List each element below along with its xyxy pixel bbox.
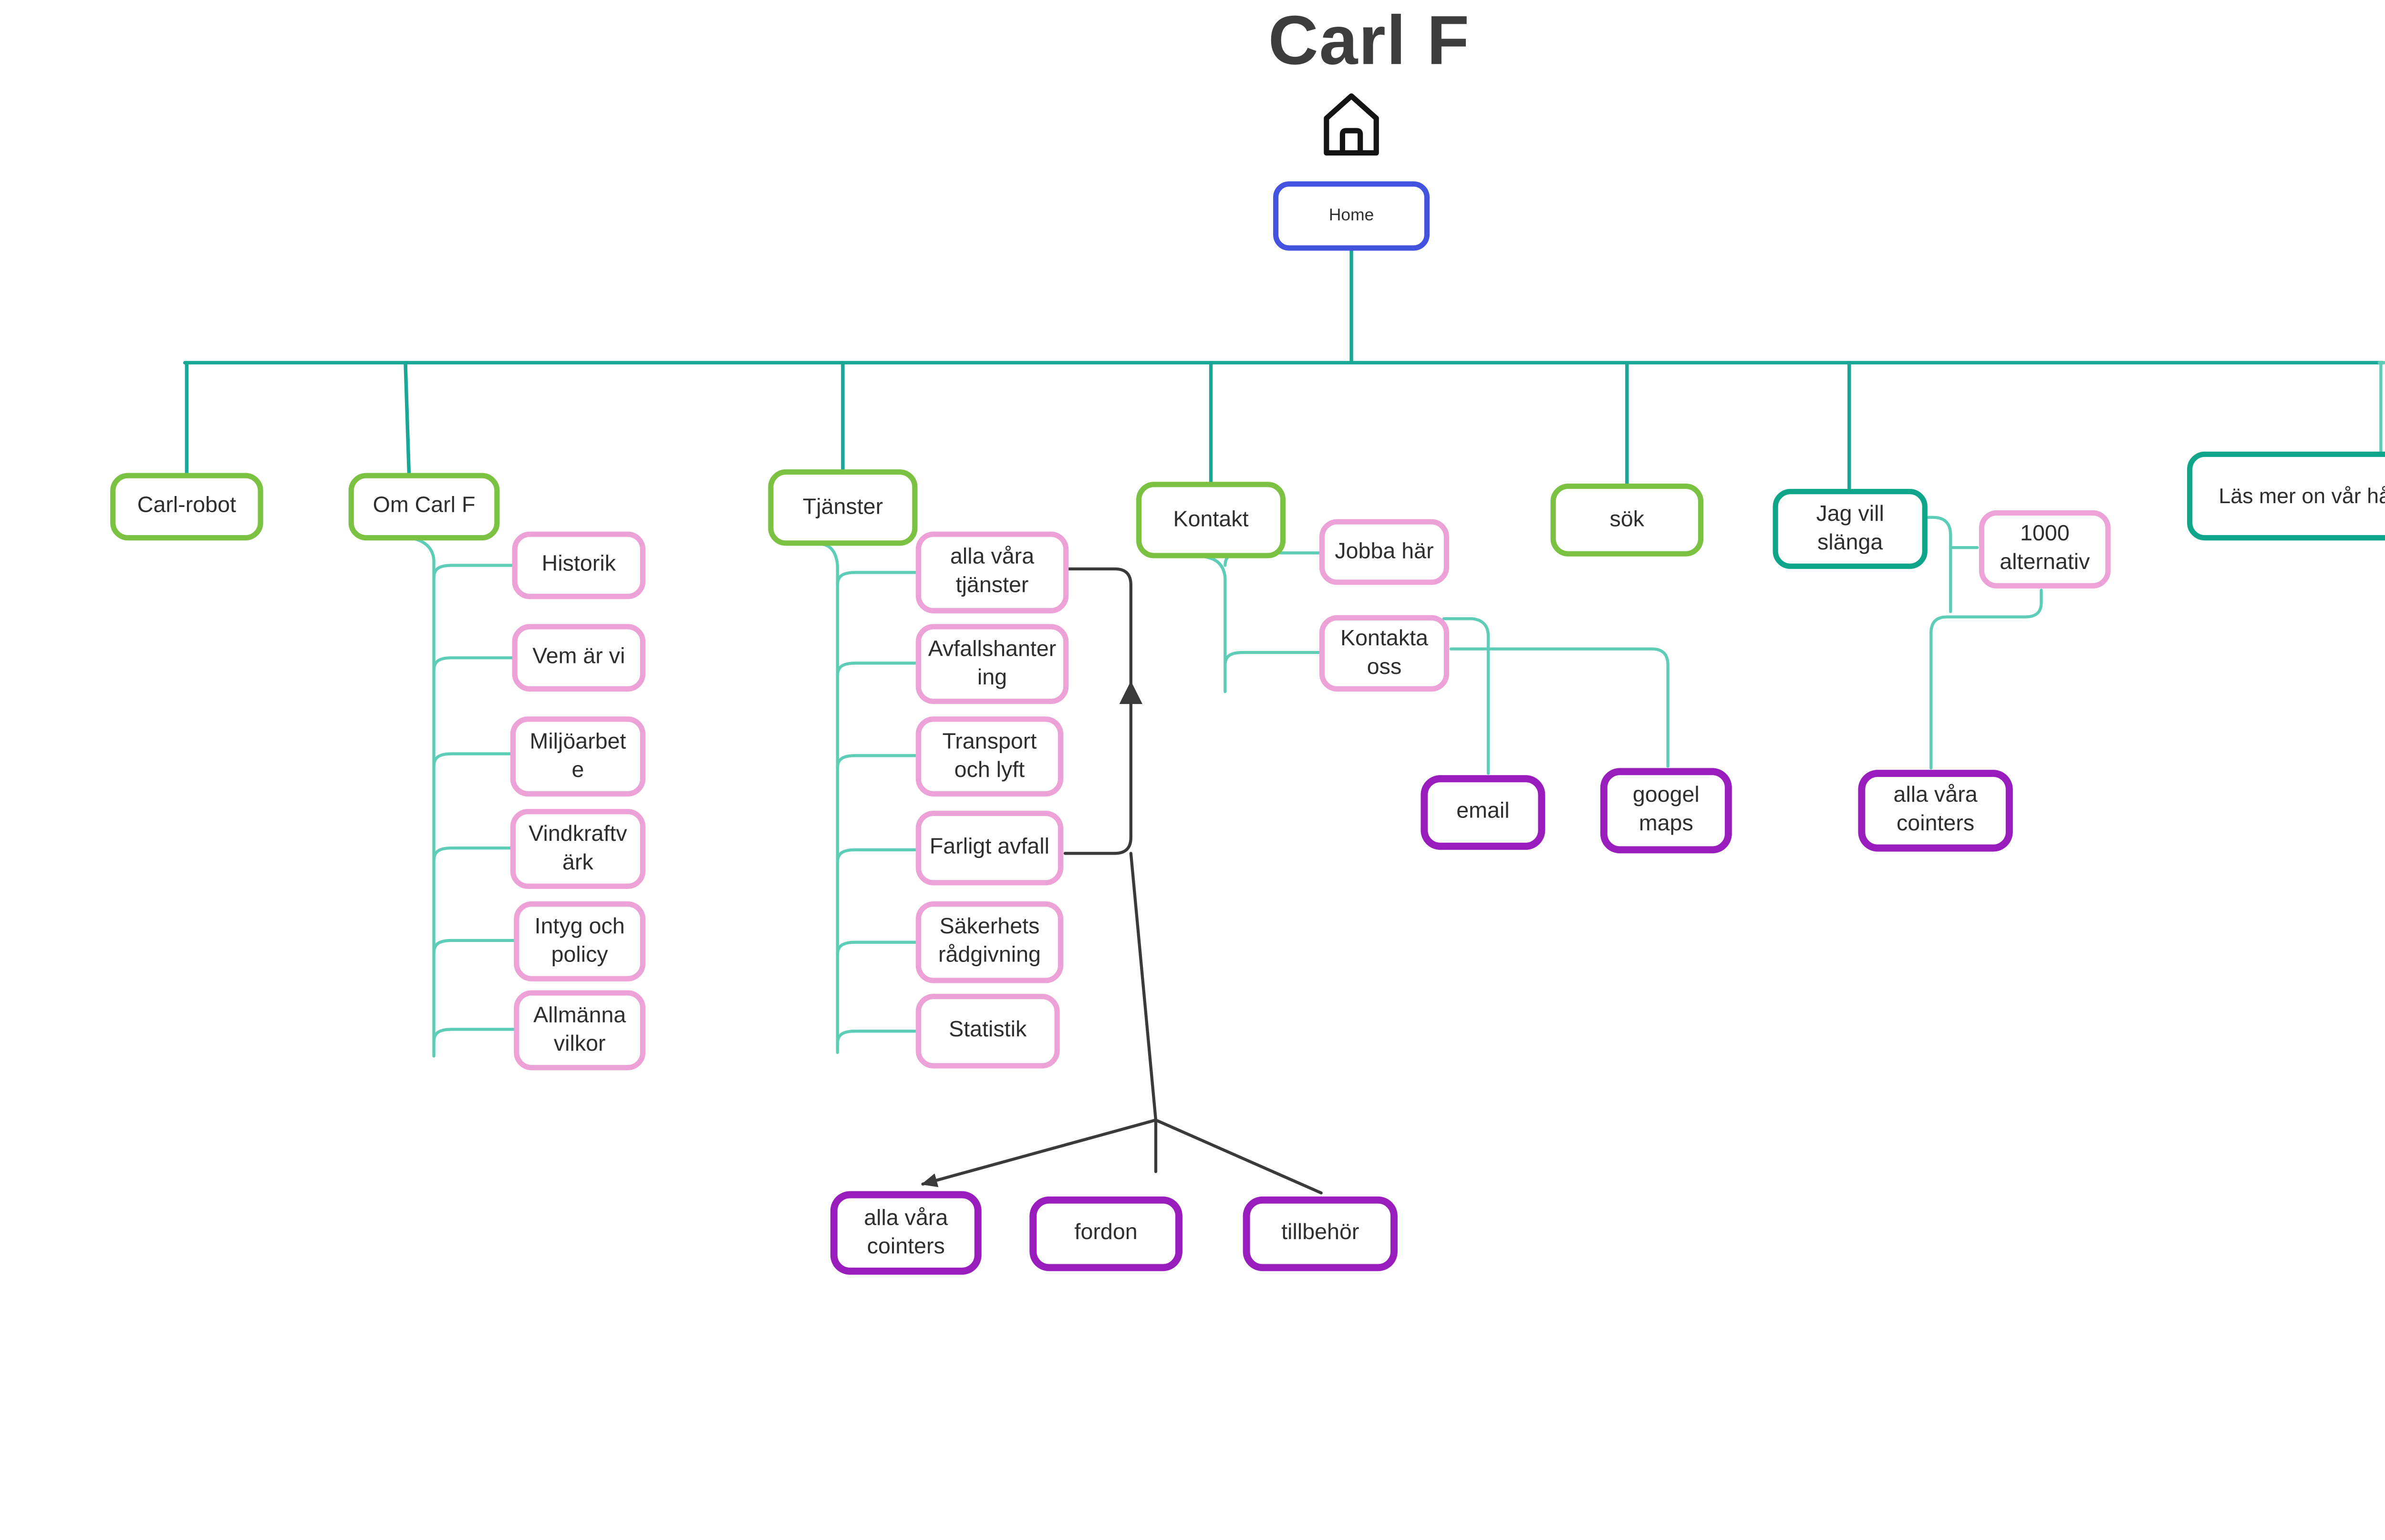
node-tjanster[interactable]: Tjänster (768, 469, 918, 546)
node-om-carl-f[interactable]: Om Carl F (348, 473, 500, 541)
edge-tj-sakerhets (836, 941, 917, 956)
node-carl-robot[interactable]: Carl-robot (110, 473, 263, 541)
edge-tj-farligt (836, 848, 917, 864)
edge-black-right-diagonal (1154, 1118, 1323, 1195)
node-1000-alternativ[interactable]: 1000 alternativ (1979, 510, 2111, 589)
edge-ko-kontakta (1224, 651, 1321, 667)
edge-tj-avfall (836, 661, 917, 677)
node-home[interactable]: Home (1273, 181, 1430, 251)
node-alla-vara-tjanster[interactable]: alla våra tjänster (915, 531, 1069, 614)
node-las-mer-hallbarhet[interactable]: Läs mer on vår hållbarhetsstrategi (2187, 451, 2385, 541)
node-sok[interactable]: sök (1550, 483, 1704, 557)
edge-om-allmanna (432, 1028, 516, 1044)
edge-black-left-diagonal (921, 1118, 1158, 1188)
home-icon (1324, 93, 1379, 156)
edge-tj-trunk (820, 542, 839, 1054)
edge-om-historik (432, 564, 514, 579)
edge-om-vem-ar-vi (432, 656, 514, 672)
edge-farligt-alla-vara-loop (1063, 567, 1132, 855)
edge-ko-trunk (1200, 555, 1227, 693)
edge-tj-transport (836, 754, 917, 770)
node-jobba-har[interactable]: Jobba här (1319, 519, 1450, 585)
node-intyg-och-policy[interactable]: Intyg och policy (514, 901, 646, 982)
node-allmanna-vilkor[interactable]: Allmänna vilkor (514, 990, 646, 1071)
page-title: Carl F (1268, 3, 1470, 80)
node-avfallshantering[interactable]: Avfallshanter ing (915, 624, 1069, 704)
edge-black-down (1129, 852, 1158, 1122)
node-alla-vara-cointers-botten[interactable]: alla våra cointers (830, 1191, 982, 1275)
edge-kontakta-gmaps (1449, 647, 1670, 768)
edge-tj-alla-vara (836, 571, 917, 587)
edge-drop-om-carl-f (404, 361, 411, 475)
node-farligt-avfall[interactable]: Farligt avfall (915, 810, 1064, 886)
node-tillbehor[interactable]: tillbehör (1243, 1196, 1398, 1271)
edge-om-vindkraftvark (432, 846, 512, 862)
node-kontakt[interactable]: Kontakt (1136, 482, 1286, 558)
edge-main-bus-right (2377, 361, 2385, 364)
node-jag-vill-slanga[interactable]: Jag vill slänga (1773, 489, 1928, 569)
edge-om-miljoarbete (432, 752, 512, 768)
node-alla-vara-cointers-hoger[interactable]: alla våra cointers (1858, 770, 2013, 852)
node-statistik[interactable]: Statistik (915, 993, 1060, 1069)
edge-tj-statistik (836, 1029, 917, 1045)
node-vem-ar-vi[interactable]: Vem är vi (512, 624, 646, 692)
node-miljoarbete[interactable]: Miljöarbet e (510, 716, 646, 797)
edge-jag-1000-stub (1926, 516, 1952, 613)
edge-om-trunk (400, 535, 436, 1058)
node-vindkraftvark[interactable]: Vindkraftv ärk (510, 809, 646, 889)
edge-om-intyg (432, 939, 516, 955)
up-arrowhead (1119, 681, 1143, 704)
node-kontakta-oss[interactable]: Kontakta oss (1319, 615, 1450, 692)
node-sakerhets-radgivning[interactable]: Säkerhets rådgivning (915, 901, 1064, 983)
edge-1000-cointers (1929, 589, 2043, 770)
node-transport-och-lyft[interactable]: Transport och lyft (915, 716, 1064, 797)
node-email[interactable]: email (1421, 775, 1545, 850)
edge-kontakta-email (1442, 617, 1490, 775)
node-googel-maps[interactable]: googel maps (1600, 768, 1732, 854)
node-fordon[interactable]: fordon (1029, 1196, 1182, 1271)
node-historik[interactable]: Historik (512, 531, 646, 599)
